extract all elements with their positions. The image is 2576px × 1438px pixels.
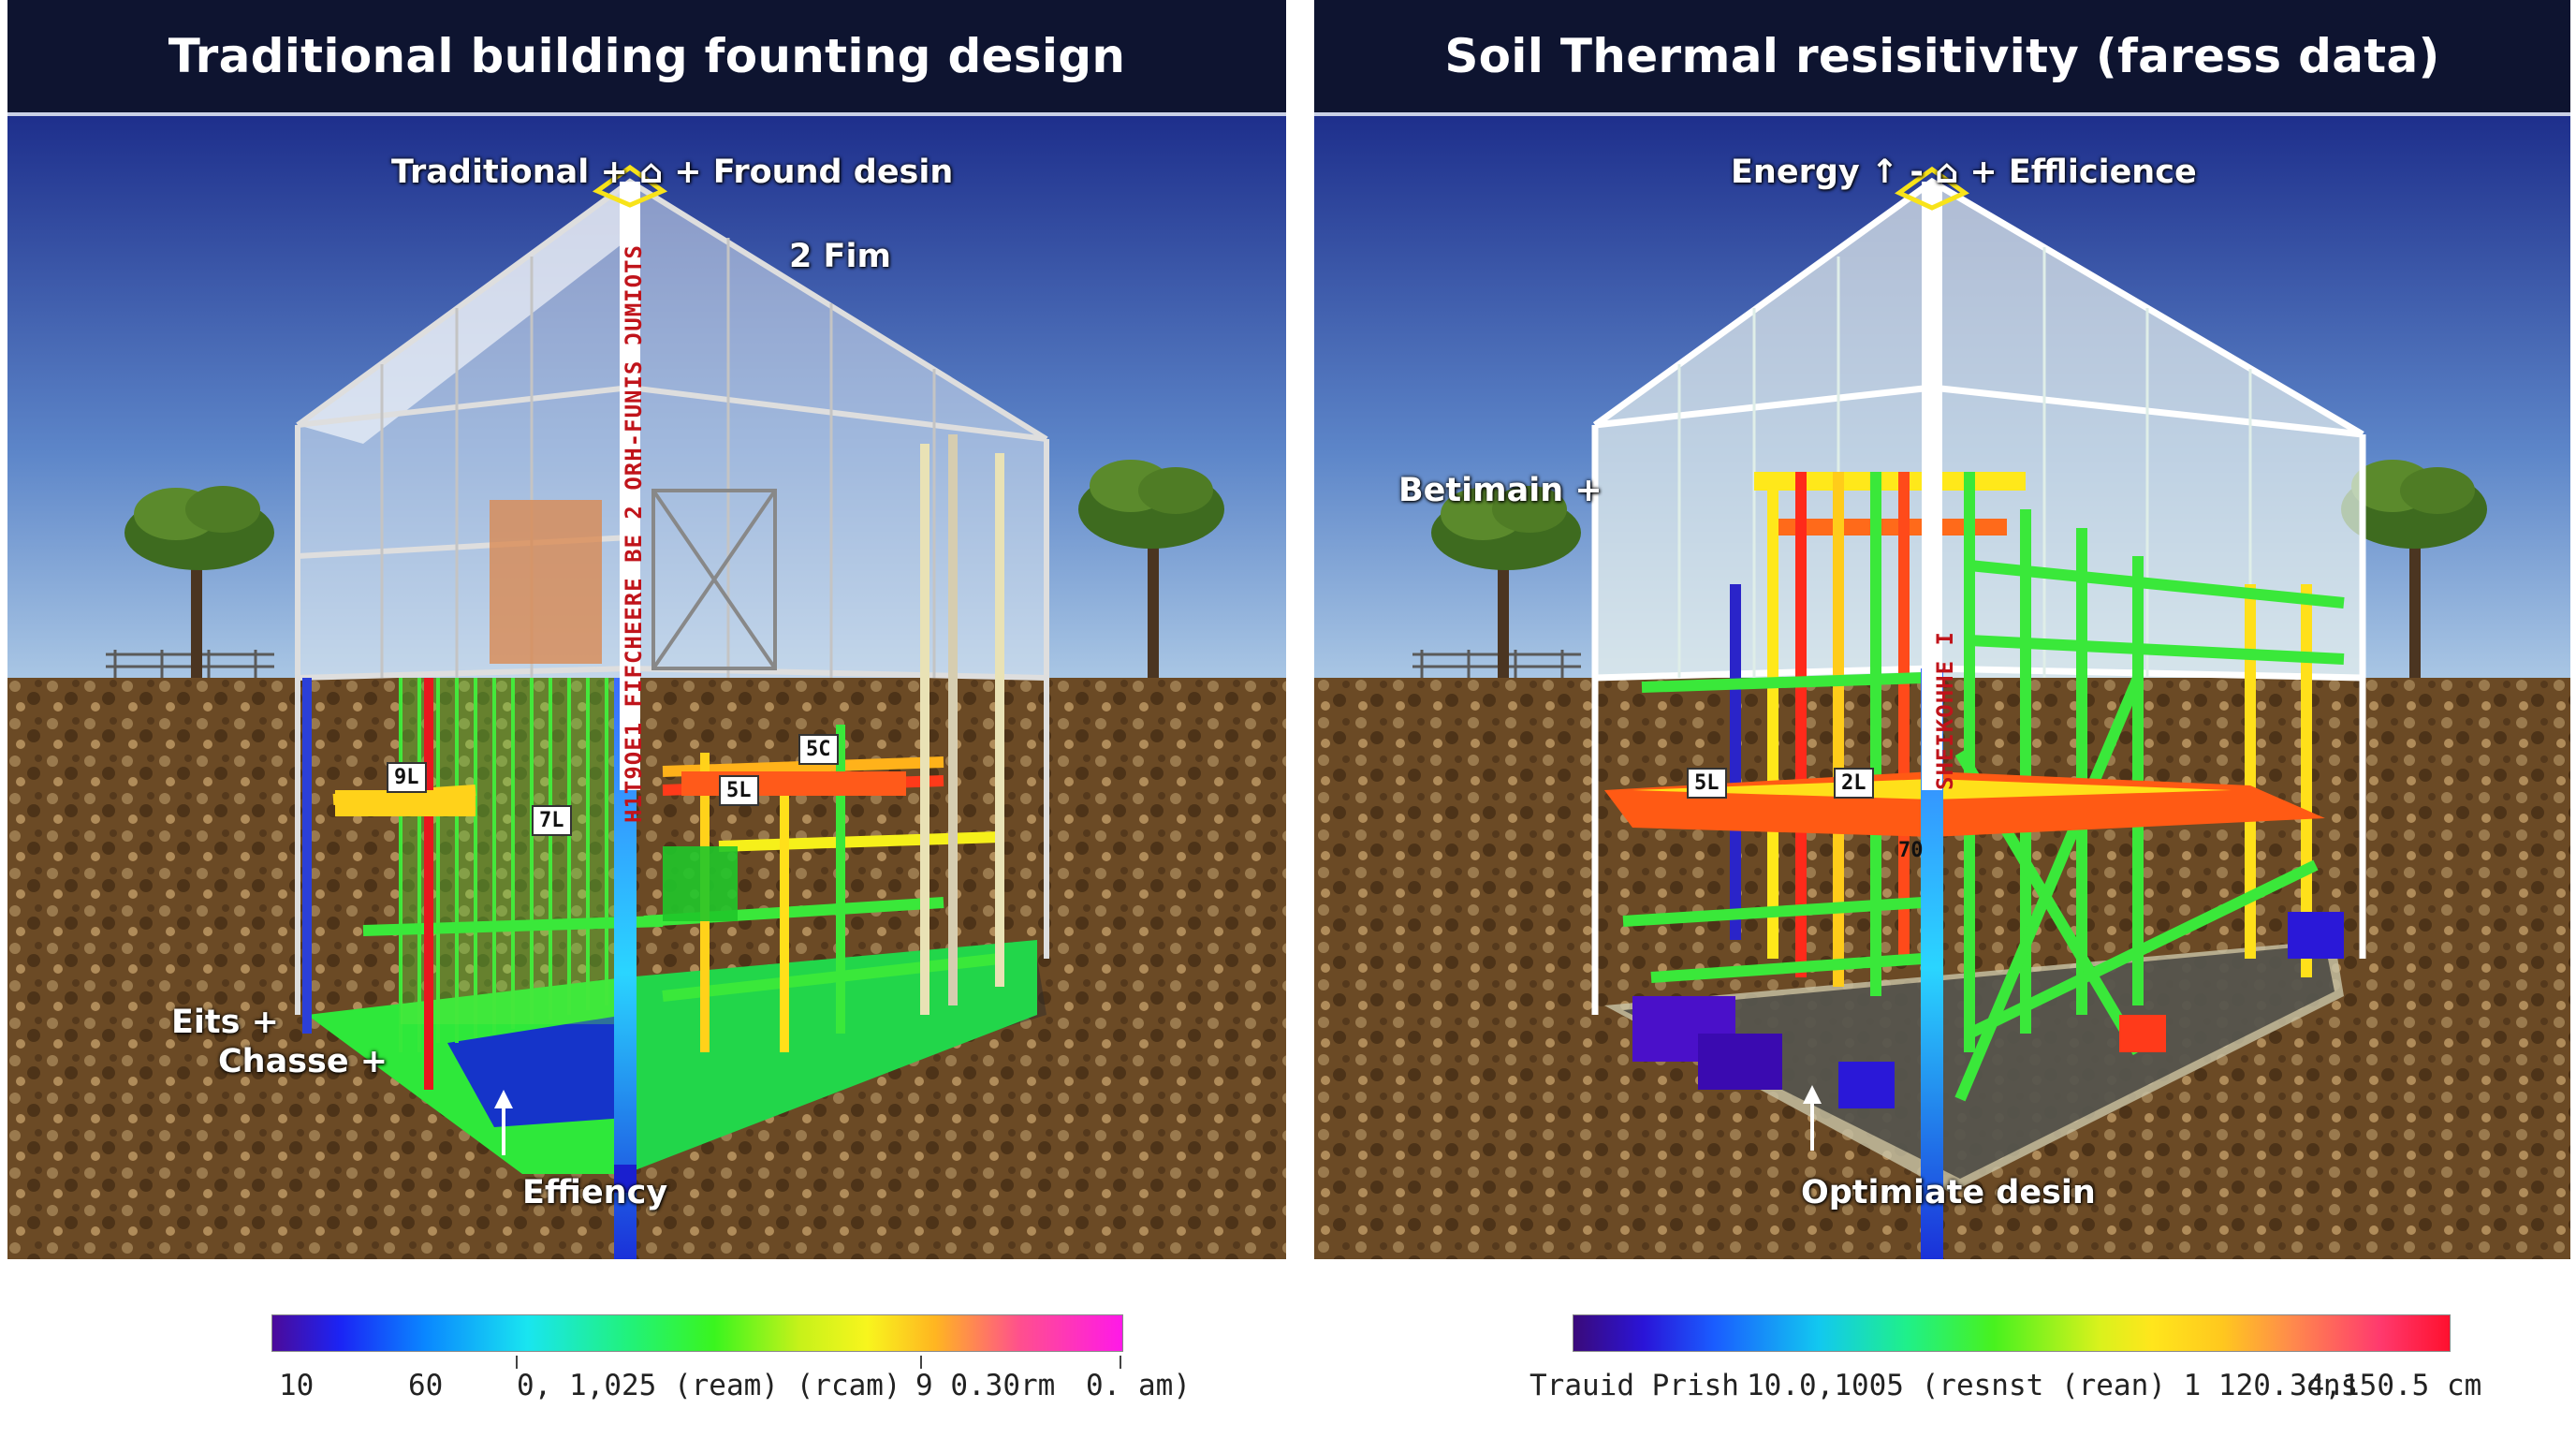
right-scene: SHEIKOHHE I Energy ↑ - ⌂ + Efflicience B… — [1314, 116, 2570, 1259]
left-colorbar-label: 0, 1,025 (ream) (rcam) — [517, 1369, 901, 1402]
right-betimain-label: Betimain + — [1398, 472, 1603, 509]
left-tag-5l: 5L — [719, 775, 759, 806]
left-colorbar-label: 10 — [279, 1369, 315, 1402]
left-tag-5c: 5C — [798, 734, 839, 765]
right-vertical-text: SHEIKOHHE I — [1932, 631, 1958, 790]
left-colorbar-tick — [1120, 1356, 1121, 1369]
tree-left — [124, 486, 274, 678]
left-eits-label: Eits + — [171, 1004, 279, 1041]
left-tag-9l: 9L — [387, 762, 427, 793]
left-colorbar — [271, 1314, 1123, 1352]
left-colorbar-label: 0. am) — [1086, 1369, 1191, 1402]
right-building-illustration — [1314, 116, 2570, 1259]
tree-right — [2341, 460, 2487, 678]
left-colorbar-label: 60 — [408, 1369, 444, 1402]
left-vertical-text: H1T9OE1 FIFCHEERE BE 2 ORH-FUNIS ƆUMIOTS — [621, 244, 647, 823]
tree-right — [1078, 460, 1224, 678]
right-panel-title: Soil Thermal resisitivity (faress data) — [1314, 0, 2570, 116]
tree-left — [1431, 486, 1581, 678]
left-tag-7l: 7L — [532, 805, 572, 836]
right-tag-70: 70 — [1898, 839, 1924, 862]
left-panel: Traditional building founting design — [7, 0, 1286, 1259]
right-colorbar-label: 34,150.5 cm — [2290, 1369, 2482, 1402]
left-colorbar-tick — [516, 1356, 518, 1369]
right-colorbar-label: Trauid Prish — [1530, 1369, 1739, 1402]
left-colorbar-label: 9 0.30rm — [915, 1369, 1056, 1402]
left-building-illustration — [7, 116, 1286, 1259]
left-colorbar-tick — [920, 1356, 922, 1369]
right-tag-5l: 5L — [1687, 768, 1727, 799]
left-panel-title: Traditional building founting design — [7, 0, 1286, 116]
right-roof-label: Energy ↑ - ⌂ + Efflicience — [1731, 154, 2197, 191]
left-chasse-label: Chasse + — [218, 1043, 388, 1080]
right-colorbar — [1573, 1314, 2451, 1352]
left-scene: H1T9OE1 FIFCHEERE BE 2 ORH-FUNIS ƆUMIOTS… — [7, 116, 1286, 1259]
left-fim-label: 2 Fim — [789, 238, 891, 275]
right-tag-2l: 2L — [1834, 768, 1874, 799]
right-panel: Soil Thermal resisitivity (faress data) — [1314, 0, 2570, 1259]
left-roof-label: Traditional + ⌂ + Fround desin — [391, 154, 954, 191]
right-colorbar-label: 10.0,1005 (resnst (rean) 1 120. cns — [1747, 1369, 2359, 1402]
left-efficiency-label: Effiency — [522, 1174, 668, 1211]
right-optimize-label: Optimiate desin — [1801, 1174, 2096, 1211]
